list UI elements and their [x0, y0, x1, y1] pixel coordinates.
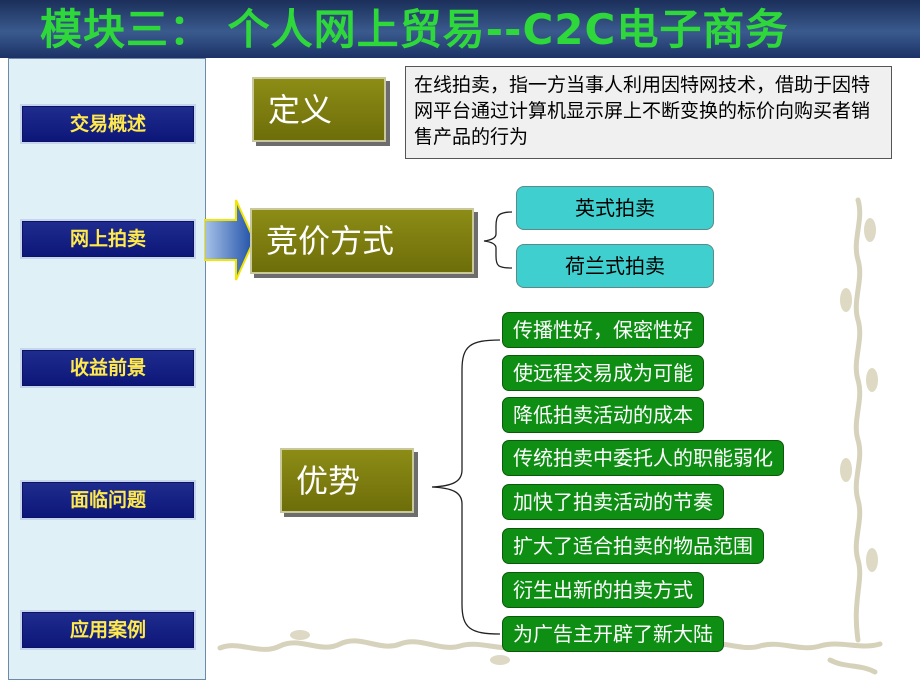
- nav-button-overview[interactable]: 交易概述: [20, 104, 196, 144]
- title-bar: 模块三： 个人网上贸易--C2C电子商务: [0, 0, 920, 58]
- nav-button-revenue-outlook[interactable]: 收益前景: [20, 348, 196, 388]
- advantage-item: 使远程交易成为可能: [502, 355, 704, 391]
- dutch-auction-box: 荷兰式拍卖: [516, 244, 714, 288]
- advantage-item: 降低拍卖活动的成本: [502, 397, 704, 433]
- advantage-item: 传播性好，保密性好: [502, 312, 704, 348]
- advantage-item: 扩大了适合拍卖的物品范围: [502, 528, 764, 564]
- current-section-arrow-icon: [204, 199, 256, 281]
- advantage-item: 衍生出新的拍卖方式: [502, 572, 704, 608]
- advantage-item: 为广告主开辟了新大陆: [502, 616, 724, 652]
- definition-label-box: 定义: [252, 77, 386, 142]
- advantage-item: 传统拍卖中委托人的职能弱化: [502, 440, 784, 476]
- advantage-item: 加快了拍卖活动的节奏: [502, 484, 724, 520]
- bidding-method-label-box: 竞价方式: [250, 208, 474, 274]
- nav-button-problems[interactable]: 面临问题: [20, 480, 196, 520]
- definition-text-box: 在线拍卖，指一方当事人利用因特网技术，借助于因特网平台通过计算机显示屏上不断变换…: [405, 66, 892, 159]
- nav-button-online-auction[interactable]: 网上拍卖: [20, 219, 196, 259]
- advantages-label-box: 优势: [280, 448, 414, 513]
- english-auction-box: 英式拍卖: [516, 186, 714, 230]
- page-title: 模块三： 个人网上贸易--C2C电子商务: [40, 5, 789, 54]
- nav-button-case-studies[interactable]: 应用案例: [20, 610, 196, 650]
